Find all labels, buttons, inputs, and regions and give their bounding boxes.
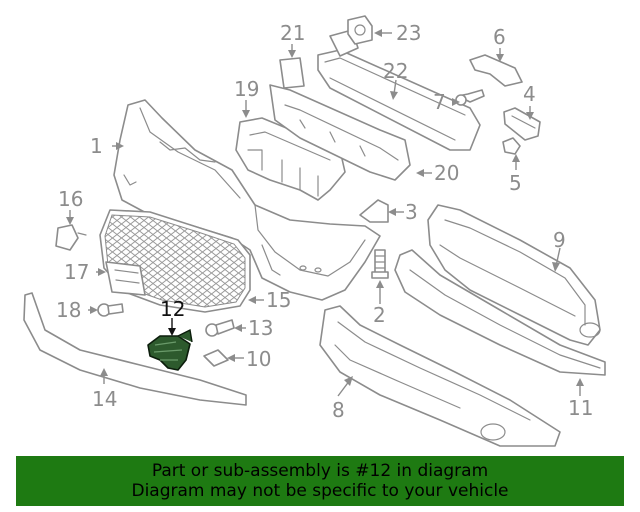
- label-11: 11: [568, 396, 593, 420]
- part-7-screw: [455, 89, 485, 106]
- label-21: 21: [280, 21, 305, 45]
- label-15: 15: [266, 288, 291, 312]
- part-labels: 1 2 3 4 5 6 7 8 9 10 11 12 13 14 15 16 1…: [56, 21, 593, 422]
- label-19: 19: [234, 77, 259, 101]
- part-21-plate: [279, 57, 305, 89]
- label-12-highlighted: 12: [160, 297, 185, 321]
- label-1: 1: [90, 134, 103, 158]
- part-2-bolt: [371, 249, 389, 279]
- label-14: 14: [92, 387, 117, 411]
- label-10: 10: [246, 347, 271, 371]
- part-3-bracket: [359, 199, 389, 223]
- part-9-lower-trim: [427, 204, 601, 346]
- part-11-molding: [394, 249, 606, 376]
- label-3: 3: [405, 200, 418, 224]
- leader-lines: [66, 29, 584, 397]
- label-7: 7: [433, 90, 446, 114]
- label-4: 4: [523, 82, 536, 106]
- label-13: 13: [248, 316, 273, 340]
- part-1-bumper-cover: [113, 99, 381, 301]
- part-12-highlighted-bracket: [147, 328, 193, 371]
- label-8: 8: [332, 398, 345, 422]
- part-5-bolt: [502, 137, 521, 155]
- part-20-absorber: [269, 84, 411, 181]
- banner-line-disclaimer: Diagram may not be specific to your vehi…: [131, 481, 509, 501]
- part-4-clip: [503, 107, 541, 141]
- part-16-cap: [55, 224, 87, 251]
- label-18: 18: [56, 298, 81, 322]
- parts-diagram: 1 2 3 4 5 6 7 8 9 10 11 12 13 14 15 16 1…: [23, 15, 606, 447]
- label-20: 20: [434, 161, 459, 185]
- label-9: 9: [553, 228, 566, 252]
- label-5: 5: [509, 171, 522, 195]
- part-17-bracket: [105, 261, 146, 296]
- info-banner: Part or sub-assembly is #12 in diagram D…: [16, 456, 624, 506]
- part-10-nut: [203, 349, 229, 367]
- label-17: 17: [64, 260, 89, 284]
- part-18-screw: [97, 303, 124, 317]
- part-14-lip: [23, 292, 247, 406]
- part-23-sensor: [347, 15, 373, 45]
- label-2: 2: [373, 303, 386, 327]
- label-16: 16: [58, 187, 83, 211]
- label-23: 23: [396, 21, 421, 45]
- part-13-bolt: [205, 319, 235, 337]
- label-6: 6: [493, 25, 506, 49]
- label-22: 22: [383, 59, 408, 83]
- part-6-bracket: [469, 54, 523, 87]
- part-8-valance: [319, 305, 561, 447]
- banner-line-part-number: Part or sub-assembly is #12 in diagram: [151, 461, 489, 481]
